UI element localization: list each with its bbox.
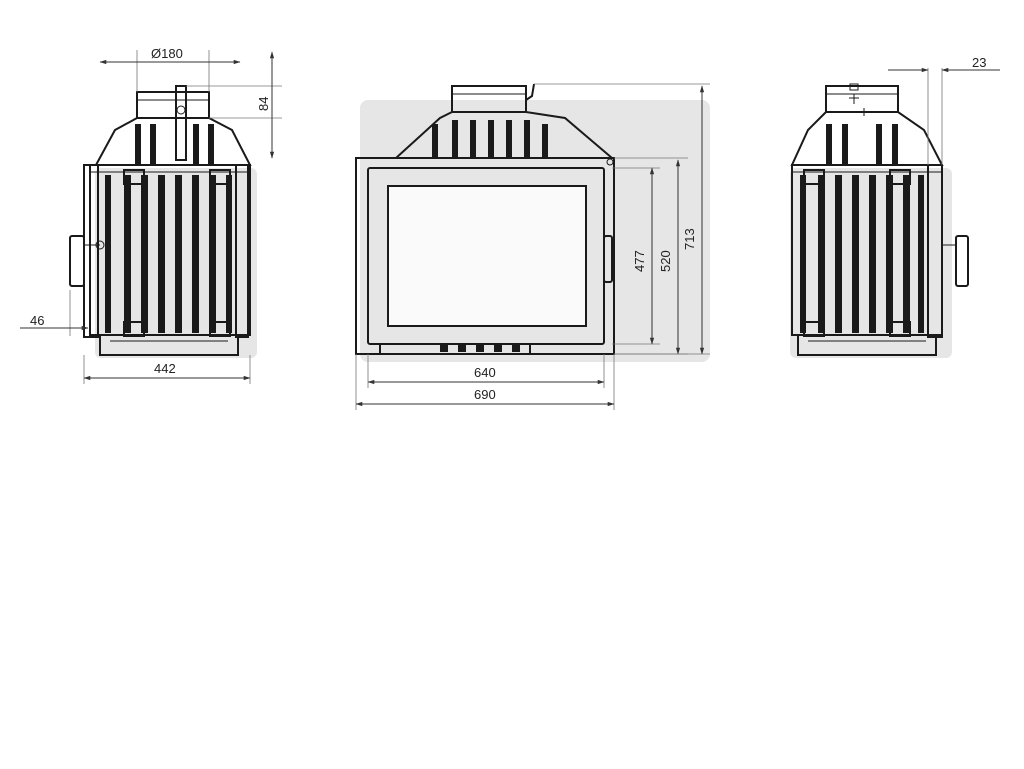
dim-flue-height: 84	[186, 51, 282, 159]
dim-door-width: 640	[367, 354, 605, 388]
side-offset-label: 23	[972, 55, 986, 70]
door-handle	[69, 235, 85, 287]
total-width-label: 690	[474, 387, 496, 402]
right-hood	[790, 111, 944, 166]
right-flue-collar	[825, 85, 899, 113]
dim-total-width: 690	[355, 354, 615, 410]
dim-handle-offset: 46	[20, 290, 89, 336]
door-width-label: 640	[474, 365, 496, 380]
door-glass	[387, 185, 587, 327]
flue-height-label: 84	[256, 97, 271, 111]
right-base-plinth	[797, 334, 937, 356]
air-control-strip	[379, 343, 531, 355]
right-door-handle	[955, 235, 969, 287]
front-damper-lever	[525, 83, 535, 101]
top-hood	[94, 117, 252, 166]
front-door-handle	[603, 235, 613, 283]
body-height-label: 520	[658, 250, 673, 272]
base-plinth	[99, 334, 239, 356]
dim-flue-diameter: Ø180	[99, 46, 241, 92]
total-height-label: 713	[682, 228, 697, 250]
left-side-view	[69, 85, 257, 358]
dim-depth: 442	[83, 355, 251, 384]
depth-label: 442	[154, 361, 176, 376]
dim-side-offset: 23	[888, 55, 1000, 165]
door-height-label: 477	[632, 250, 647, 272]
flue-collar	[136, 91, 210, 119]
handle-offset-label: 46	[30, 313, 44, 328]
flue-diameter-label: Ø180	[151, 46, 183, 61]
dim-door-height: 477	[612, 167, 660, 345]
right-side-view	[790, 83, 969, 358]
flue-damper-lever	[175, 85, 187, 161]
dim-total-height: 713	[534, 83, 710, 355]
front-view	[355, 83, 710, 362]
